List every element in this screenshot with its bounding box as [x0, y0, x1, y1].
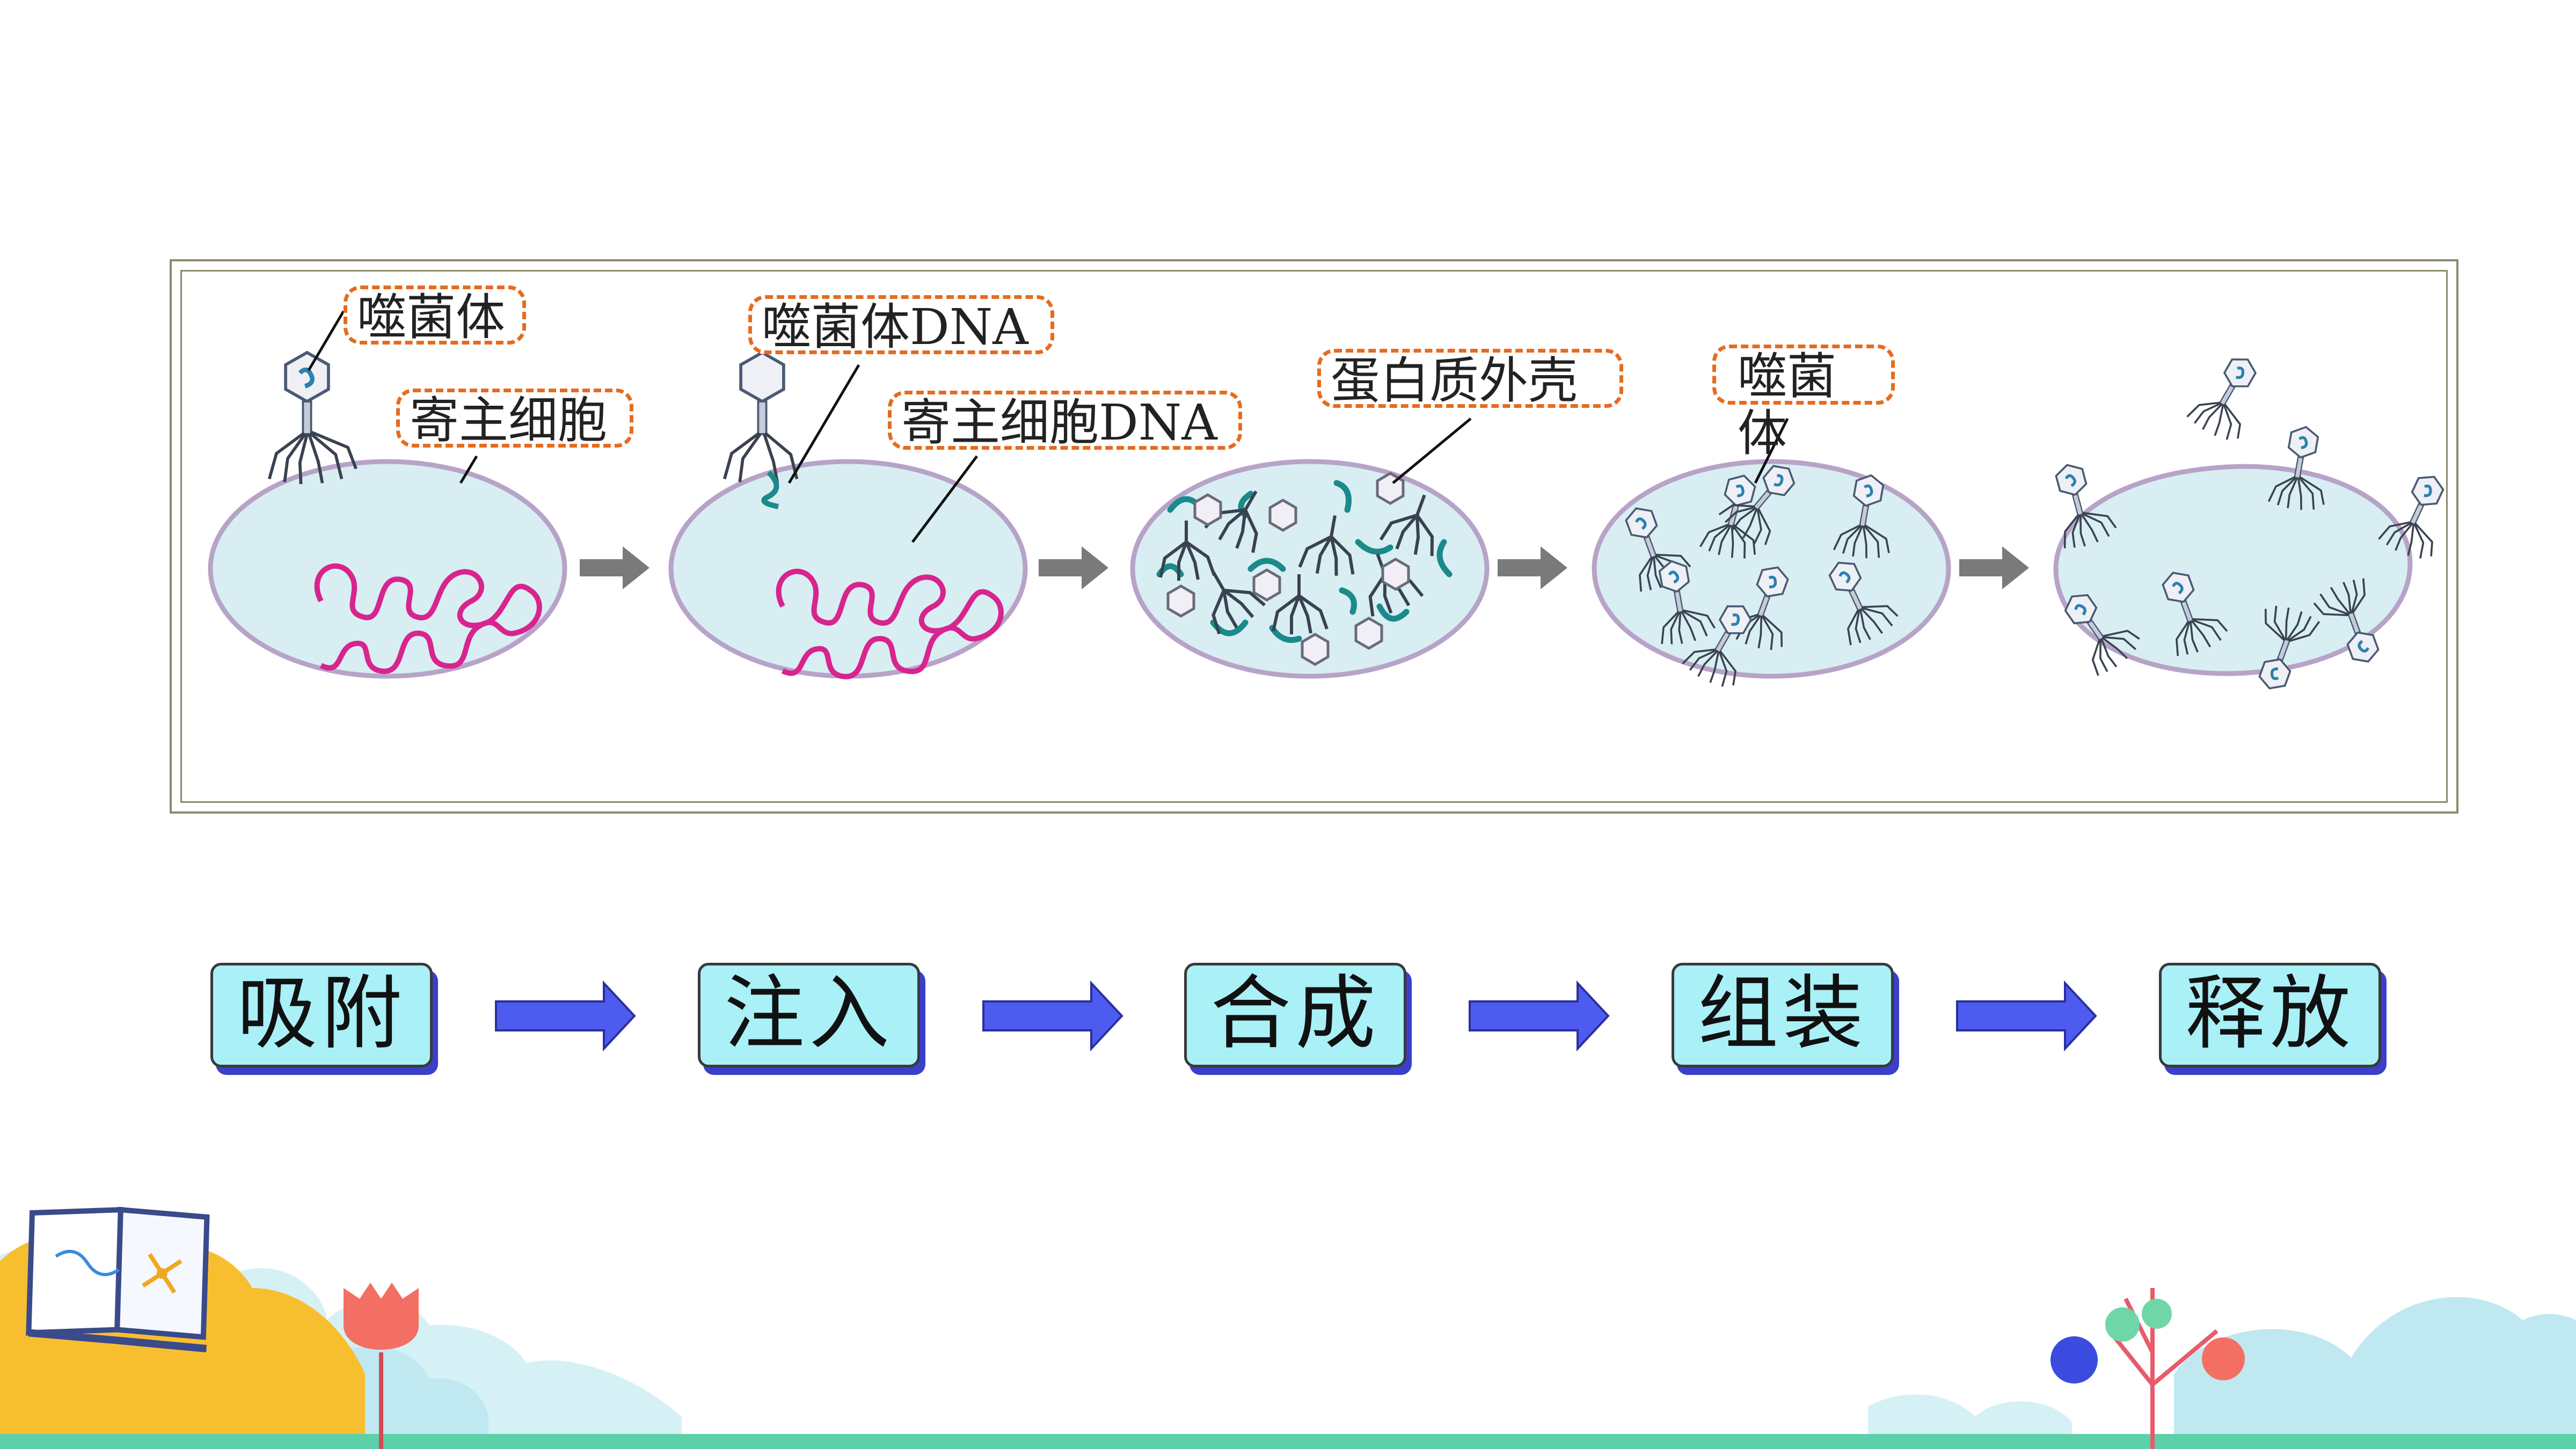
- leader-lines: [307, 310, 1789, 543]
- callout-phage-1: 噬菌体: [344, 286, 526, 345]
- callout-host-cell-1: 寄主细胞: [396, 389, 633, 448]
- stage-assembly: 组装: [1672, 963, 1894, 1067]
- stage-synthesis: 合成: [1184, 963, 1406, 1067]
- host-dna-1: [314, 563, 542, 674]
- bottom-decoration: [0, 1206, 2576, 1449]
- diagram-inner-border: [180, 270, 2448, 803]
- cell-3: [1130, 459, 1490, 679]
- cell-4: [1592, 453, 1951, 694]
- stage-adsorption: 吸附: [210, 963, 433, 1067]
- callout-phage-4: 噬菌体: [1712, 345, 1895, 462]
- stage-arrows: [495, 980, 2097, 1052]
- stage-release: 释放: [2159, 963, 2381, 1067]
- callout-phage-dna: 噬菌体DNA: [748, 295, 1054, 354]
- cell-1: [208, 353, 567, 679]
- stage-injection: 注入: [698, 963, 920, 1067]
- cell-2: [668, 350, 1028, 679]
- host-dna-2: [776, 568, 1004, 679]
- cell-5: [2044, 348, 2462, 697]
- callout-protein-coat: 蛋白质外壳: [1317, 349, 1623, 408]
- callout-host-cell-dna: 寄主细胞DNA: [888, 391, 1242, 450]
